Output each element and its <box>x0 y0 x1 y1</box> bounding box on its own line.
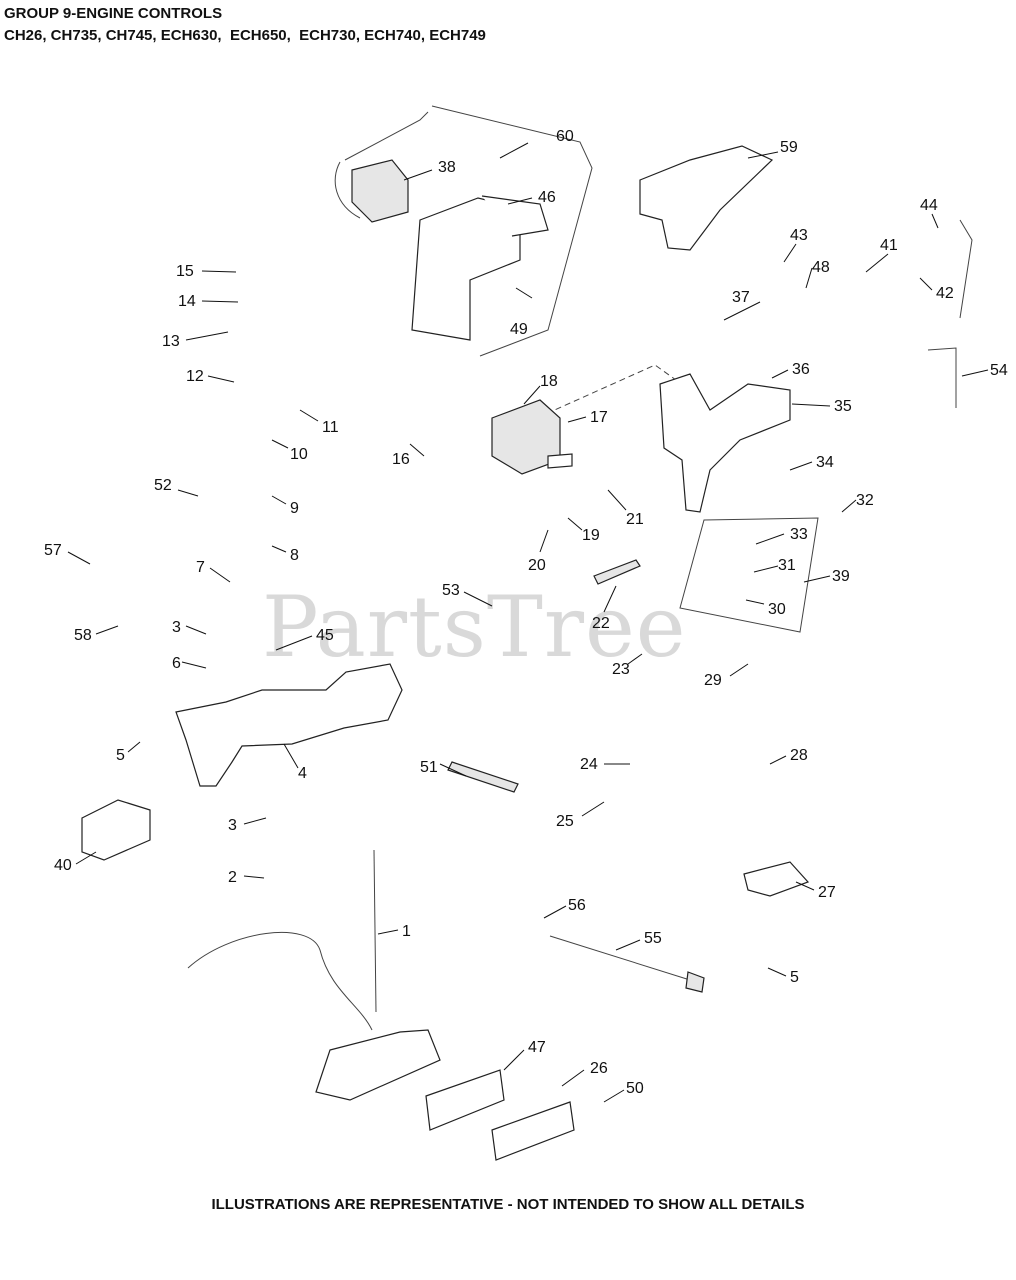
callout-25: 25 <box>556 813 574 830</box>
callout-21: 21 <box>626 511 644 528</box>
callout-38: 38 <box>438 159 456 176</box>
assembly-dashline <box>509 364 691 431</box>
callout-58: 58 <box>74 627 92 644</box>
callout-11: 11 <box>322 419 339 436</box>
group-42-outline <box>959 219 973 319</box>
callout-50: 50 <box>626 1080 644 1097</box>
callout-49: 49 <box>510 321 528 338</box>
callout-34: 34 <box>816 454 834 471</box>
callout-30: 30 <box>768 601 786 618</box>
part-26-plate <box>491 1101 575 1161</box>
leader-lines <box>67 142 989 1103</box>
callout-14: 14 <box>178 293 196 310</box>
callout-19: 19 <box>582 527 600 544</box>
callout-16: 16 <box>392 451 410 468</box>
callout-51: 51 <box>420 759 438 776</box>
callout-5b: 5 <box>790 969 799 986</box>
part-18-solenoid <box>491 399 573 475</box>
callout-42: 42 <box>936 285 954 302</box>
callout-46: 46 <box>538 189 556 206</box>
diagram-title: GROUP 9-ENGINE CONTROLS <box>4 5 223 22</box>
callout-36: 36 <box>792 361 810 378</box>
callout-33: 33 <box>790 526 808 543</box>
callout-41: 41 <box>880 237 898 254</box>
callout-3b: 3 <box>228 817 237 834</box>
callout-8: 8 <box>290 547 299 564</box>
part-47-plate <box>425 1069 505 1131</box>
callout-12: 12 <box>186 368 204 385</box>
model-list: CH26, CH735, CH745, ECH630, ECH650, ECH7… <box>4 27 486 44</box>
callout-27: 27 <box>818 884 836 901</box>
callout-20: 20 <box>528 557 546 574</box>
callout-1: 1 <box>402 923 411 940</box>
part-27-plate <box>743 861 810 897</box>
group-39-outline <box>679 517 819 633</box>
part-38-stepper-motor <box>334 111 429 223</box>
callout-29: 29 <box>704 672 722 689</box>
part-4-control-plate <box>175 663 403 787</box>
callout-9: 9 <box>290 500 299 517</box>
callout-26: 26 <box>590 1060 608 1077</box>
callout-45: 45 <box>316 627 334 644</box>
callout-2: 2 <box>228 869 237 886</box>
callout-37: 37 <box>732 289 750 306</box>
part-35-bracket <box>659 373 791 513</box>
callout-44: 44 <box>920 197 938 214</box>
group-54-outline <box>927 347 957 408</box>
callout-13: 13 <box>162 333 180 350</box>
callout-48: 48 <box>812 259 830 276</box>
callout-28: 28 <box>790 747 808 764</box>
callout-22: 22 <box>592 615 610 632</box>
callout-55: 55 <box>644 930 662 947</box>
callout-54: 54 <box>990 362 1008 379</box>
callout-6: 6 <box>172 655 181 672</box>
callout-43: 43 <box>790 227 808 244</box>
disclaimer-footer: ILLUSTRATIONS ARE REPRESENTATIVE - NOT I… <box>211 1196 805 1213</box>
part-1-cable-and-lever <box>187 849 441 1101</box>
callout-23: 23 <box>612 661 630 678</box>
callout-32: 32 <box>856 492 874 509</box>
callout-47: 47 <box>528 1039 546 1056</box>
callout-31: 31 <box>778 557 796 574</box>
callout-10: 10 <box>290 446 308 463</box>
callout-59: 59 <box>780 139 798 156</box>
part-40-bracket <box>81 799 151 861</box>
part-59-bracket <box>639 145 774 251</box>
part-22-spring <box>593 559 641 585</box>
part-51-spring <box>447 761 519 793</box>
part-46-motor-bracket <box>411 195 549 341</box>
callout-labels: 1 2 3 3 4 5 5 6 7 8 9 10 11 12 13 14 15 … <box>44 128 1008 1097</box>
group-60-outline <box>431 105 593 357</box>
callout-60: 60 <box>556 128 574 145</box>
watermark: PartsTree <box>262 578 687 676</box>
callout-35: 35 <box>834 398 852 415</box>
callout-39: 39 <box>832 568 850 585</box>
callout-7: 7 <box>196 559 205 576</box>
callout-56: 56 <box>568 897 586 914</box>
callout-40: 40 <box>54 857 72 874</box>
callout-53: 53 <box>442 582 460 599</box>
callout-15: 15 <box>176 263 194 280</box>
callout-5a: 5 <box>116 747 125 764</box>
callout-18: 18 <box>540 373 558 390</box>
callout-52: 52 <box>154 477 172 494</box>
callout-4: 4 <box>298 765 307 782</box>
callout-3a: 3 <box>172 619 181 636</box>
callout-17: 17 <box>590 409 608 426</box>
part-55-shaft <box>549 935 705 993</box>
callout-57: 57 <box>44 542 62 559</box>
callout-24: 24 <box>580 756 598 773</box>
